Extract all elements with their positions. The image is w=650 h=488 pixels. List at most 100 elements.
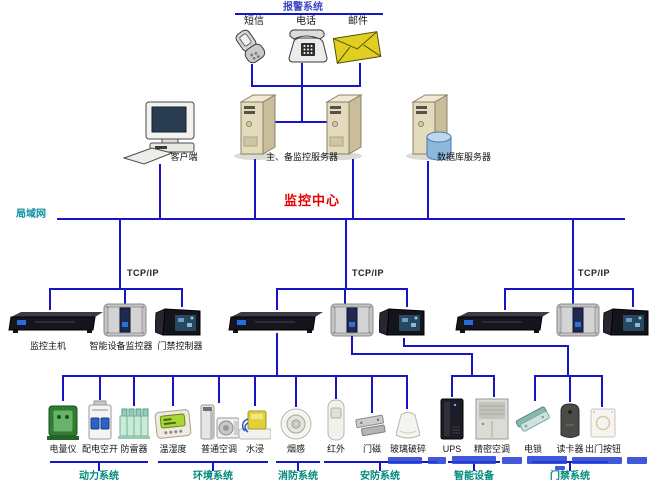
connector-line <box>403 345 569 347</box>
connector-line <box>218 377 220 403</box>
tcpip-label: TCP/IP <box>352 268 385 278</box>
client-label: 客户端 <box>170 152 198 162</box>
watermark <box>527 456 567 464</box>
connector-line <box>335 377 337 399</box>
connector-line <box>493 377 495 397</box>
connector-line <box>504 288 634 290</box>
device-monitor-box-icon <box>330 303 374 337</box>
alarm-channel-label-sms: 短信 <box>244 16 264 27</box>
connector-line <box>572 288 574 304</box>
device-label: 玻璃破碎 <box>389 444 427 454</box>
connector-line <box>254 159 256 219</box>
device-label: 电锁 <box>523 444 543 454</box>
server-tower-icon <box>320 94 363 160</box>
surge-protector-icon <box>118 408 150 439</box>
watermark <box>452 456 496 464</box>
connector-line <box>567 345 569 376</box>
access-controller-box-icon <box>379 308 425 336</box>
alarm-channel-label-phone: 电话 <box>296 16 316 27</box>
electric-lock-icon <box>515 406 550 432</box>
watermark <box>502 457 522 464</box>
connector-line <box>295 377 297 407</box>
precision-ac-icon <box>475 398 509 440</box>
infrared-detector-icon <box>327 399 345 441</box>
connector-line <box>276 288 408 290</box>
database-label: 数据库服务器 <box>436 152 492 162</box>
device-monitor-box-icon <box>556 303 600 337</box>
device-label: 门磁 <box>362 444 382 454</box>
connector-line <box>569 461 571 471</box>
connector-line <box>352 159 354 219</box>
connector-line <box>569 377 571 402</box>
alarm-system-title: 报警系统 <box>283 2 323 13</box>
connector-line <box>254 377 256 406</box>
connector-line <box>62 377 64 401</box>
connector-line <box>98 461 100 471</box>
connector-line <box>62 375 408 377</box>
monitoring-center-title: 监控中心 <box>283 193 341 208</box>
connector-line <box>251 64 253 85</box>
connector-line <box>297 461 299 471</box>
lan-bus-line <box>57 218 625 220</box>
group-label-power: 动力系统 <box>79 471 119 482</box>
alarm-channel-label-email: 邮件 <box>348 16 368 27</box>
group-label-intelligent: 智能设备 <box>454 471 494 482</box>
database-cylinder-icon <box>426 131 452 161</box>
access-controller-box-icon <box>603 308 649 336</box>
connector-line <box>351 353 473 355</box>
smoke-detector-icon <box>280 408 312 440</box>
connector-line <box>632 288 634 307</box>
device-label: 烟感 <box>286 444 306 454</box>
device-label: 防雷器 <box>120 444 148 454</box>
desktop-computer-icon <box>122 101 195 165</box>
connector-line <box>451 375 495 377</box>
group-label-access: 门禁系统 <box>550 471 590 482</box>
device-label: 红外 <box>326 444 346 454</box>
device-label: 电量仪 <box>49 444 77 454</box>
server-tower-icon <box>234 94 277 160</box>
watermark <box>555 466 565 470</box>
connector-line <box>99 377 101 400</box>
connector-line <box>473 461 475 471</box>
envelope-icon <box>332 31 382 64</box>
connector-line <box>255 121 343 123</box>
desk-phone-icon <box>288 29 328 63</box>
connector-line <box>49 288 51 310</box>
connector-line <box>133 377 135 406</box>
connector-line <box>276 288 278 310</box>
connector-line <box>251 85 361 87</box>
connector-line <box>301 85 303 122</box>
connector-line <box>351 336 353 354</box>
water-leak-sensor-icon <box>239 410 271 440</box>
device-label: UPS <box>442 444 462 454</box>
group-label-security: 安防系统 <box>360 471 400 482</box>
circuit-breaker-icon <box>88 400 112 440</box>
servers-label: 主、备监控服务器 <box>265 152 339 162</box>
connector-line <box>212 461 214 471</box>
watermark <box>627 457 647 464</box>
device-label: 普通空调 <box>200 444 238 454</box>
group-label-fire: 消防系统 <box>278 471 318 482</box>
group-label-environment: 环境系统 <box>193 471 233 482</box>
air-conditioner-icon <box>200 404 239 440</box>
monitoring-host-rack-icon <box>455 312 550 333</box>
monitoring-host-label: 监控主机 <box>29 341 67 351</box>
connector-line <box>406 288 408 307</box>
connector-line <box>427 161 429 219</box>
mobile-phone-icon <box>235 29 266 64</box>
connector-line <box>534 377 536 401</box>
ups-tower-icon <box>440 398 464 440</box>
glass-break-sensor-icon <box>395 412 421 439</box>
connector-line <box>371 377 373 413</box>
device-label: 温湿度 <box>159 444 187 454</box>
watermark <box>388 457 422 464</box>
watermark <box>572 457 622 464</box>
connector-line <box>172 377 174 406</box>
door-contact-icon <box>355 414 386 437</box>
access-controller-label: 门禁控制器 <box>157 341 203 351</box>
connector-line <box>124 288 126 304</box>
device-monitor-label: 智能设备监控器 <box>89 341 153 351</box>
connector-line <box>359 63 361 85</box>
device-label: 配电空开 <box>81 444 119 454</box>
connector-line <box>301 63 303 85</box>
